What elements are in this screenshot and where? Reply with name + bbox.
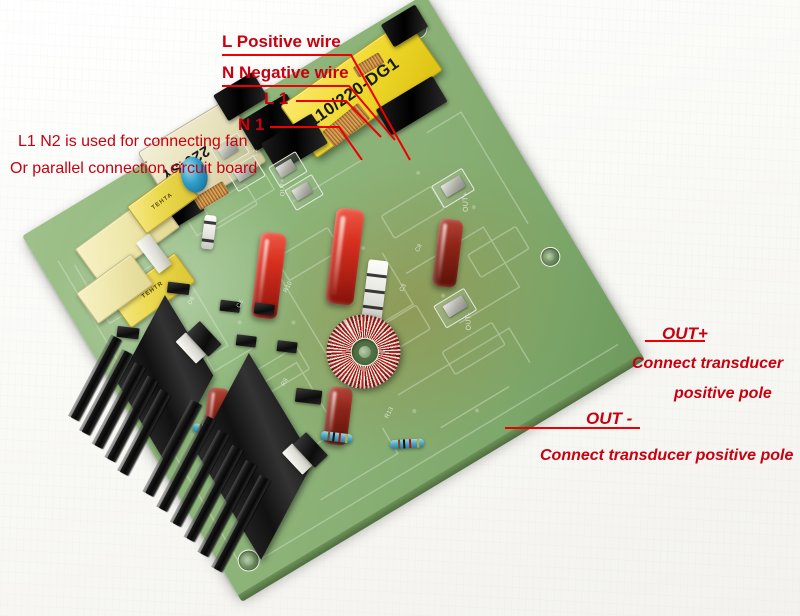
pcb-substrate: 220-SY 110/220-DG1 TEHTA TEHTR [22,0,645,602]
transistor-small [294,387,323,405]
annotation-out-minus-note: Connect transducer positive pole [540,447,794,464]
silk-OUT-minus: OUT- [465,312,473,331]
silk-L2: OUT+ [280,178,287,197]
annotation-n1: N 1 [238,115,265,134]
annotation-fan-note-line-1: L1 N2 is used for connecting fan [18,133,248,150]
annotation-n-negative-wire: N Negative wire [222,63,349,82]
pcb-photo: 220-SY 110/220-DG1 TEHTA TEHTR [0,0,779,616]
diode-d4 [235,334,257,348]
annotation-out-plus: OUT+ [662,324,708,343]
annotation-l-positive-wire: L Positive wire [222,32,341,51]
annotation-out-minus: OUT - [586,409,633,428]
annotation-out-plus-note-line-1: Connect transducer [632,355,784,372]
diode-d3 [276,340,298,354]
silk-N2: L2 [253,148,260,157]
film-capacitor-brand-1: TEHTA [150,192,175,212]
resistor-bottom-edge [389,438,425,450]
silk-OUT-plus: OUT+ [462,191,470,213]
annotation-out-plus-note-line-2: positive pole [674,385,772,402]
diode-d7 [253,302,275,316]
annotation-l1: L 1 [264,89,289,108]
annotation-fan-note-line-2: Or parallel connection circuit board [10,160,258,177]
